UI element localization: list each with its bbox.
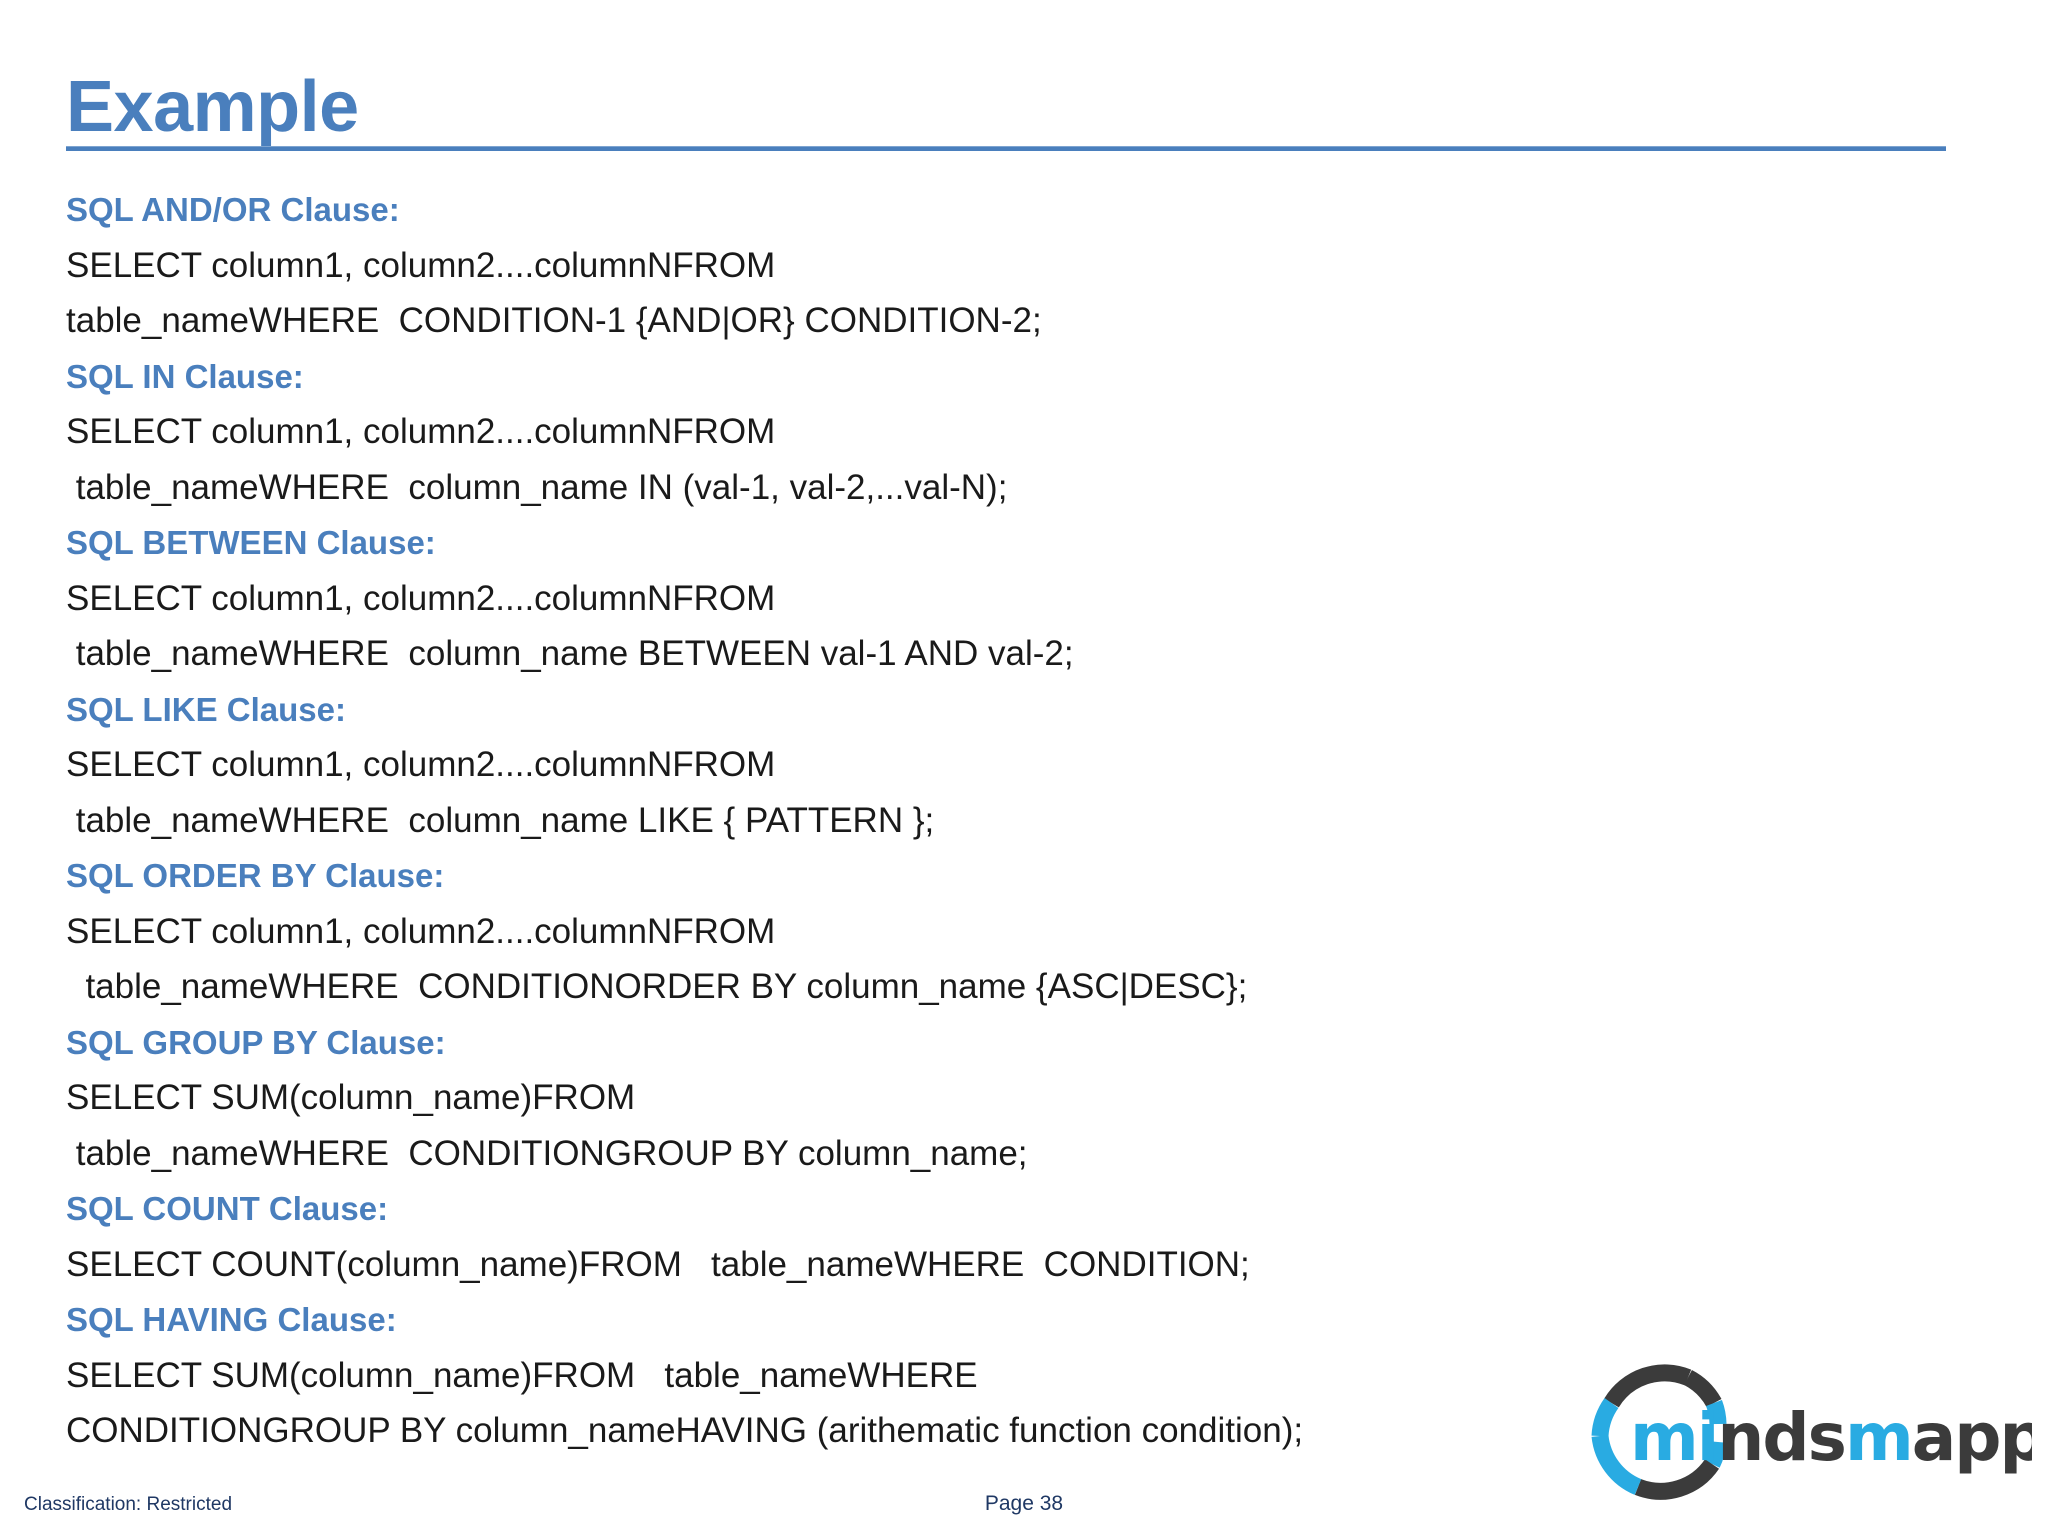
clause-heading: SQL AND/OR Clause: xyxy=(66,191,400,228)
code-line: table_nameWHERE CONDITIONORDER BY column… xyxy=(66,967,1248,1006)
clause-heading: SQL GROUP BY Clause: xyxy=(66,1023,446,1061)
clause-heading: SQL ORDER BY Clause: xyxy=(66,857,445,894)
code-line: SELECT SUM(column_name)FROM table_nameWH… xyxy=(66,1355,978,1395)
code-line: table_nameWHERE CONDITION-1 {AND|OR} CON… xyxy=(66,301,1042,340)
code-line: CONDITIONGROUP BY column_nameHAVING (ari… xyxy=(66,1411,1304,1450)
code-line: SELECT column1, column2....columnNFROM xyxy=(66,412,776,451)
code-line: table_nameWHERE column_name LIKE { PATTE… xyxy=(66,800,935,840)
code-line: SELECT column1, column2....columnNFROM xyxy=(66,578,776,618)
title-divider xyxy=(66,146,1946,151)
footer-classification: Classification: Restricted xyxy=(24,1494,233,1515)
code-line: SELECT column1, column2....columnNFROM xyxy=(66,245,776,285)
svg-text:mindsmapped: mindsmapped xyxy=(1630,1399,2032,1476)
clause-heading: SQL BETWEEN Clause: xyxy=(66,524,436,561)
code-line: table_nameWHERE column_name IN (val-1, v… xyxy=(66,467,1008,507)
code-line: table_nameWHERE column_name BETWEEN val-… xyxy=(66,634,1074,673)
clause-heading: SQL HAVING Clause: xyxy=(66,1301,397,1338)
content-body: SQL AND/OR Clause: SELECT column1, column… xyxy=(66,182,1966,1459)
code-line: SELECT COUNT(column_name)FROM table_name… xyxy=(66,1244,1250,1284)
page-title: Example xyxy=(66,67,359,148)
footer-page-number: Page 38 xyxy=(984,1492,1064,1515)
code-line: table_nameWHERE CONDITIONGROUP BY column… xyxy=(66,1133,1028,1173)
code-line: SELECT SUM(column_name)FROM xyxy=(66,1078,636,1117)
clause-heading: SQL LIKE Clause: xyxy=(66,690,346,728)
code-line: SELECT column1, column2....columnNFROM xyxy=(66,745,776,784)
mindsmapped-logo: mindsmapped xyxy=(1582,1348,2032,1518)
clause-heading: SQL IN Clause: xyxy=(66,357,304,395)
code-line: SELECT column1, column2....columnNFROM xyxy=(66,911,776,951)
clause-heading: SQL COUNT Clause: xyxy=(66,1190,389,1227)
